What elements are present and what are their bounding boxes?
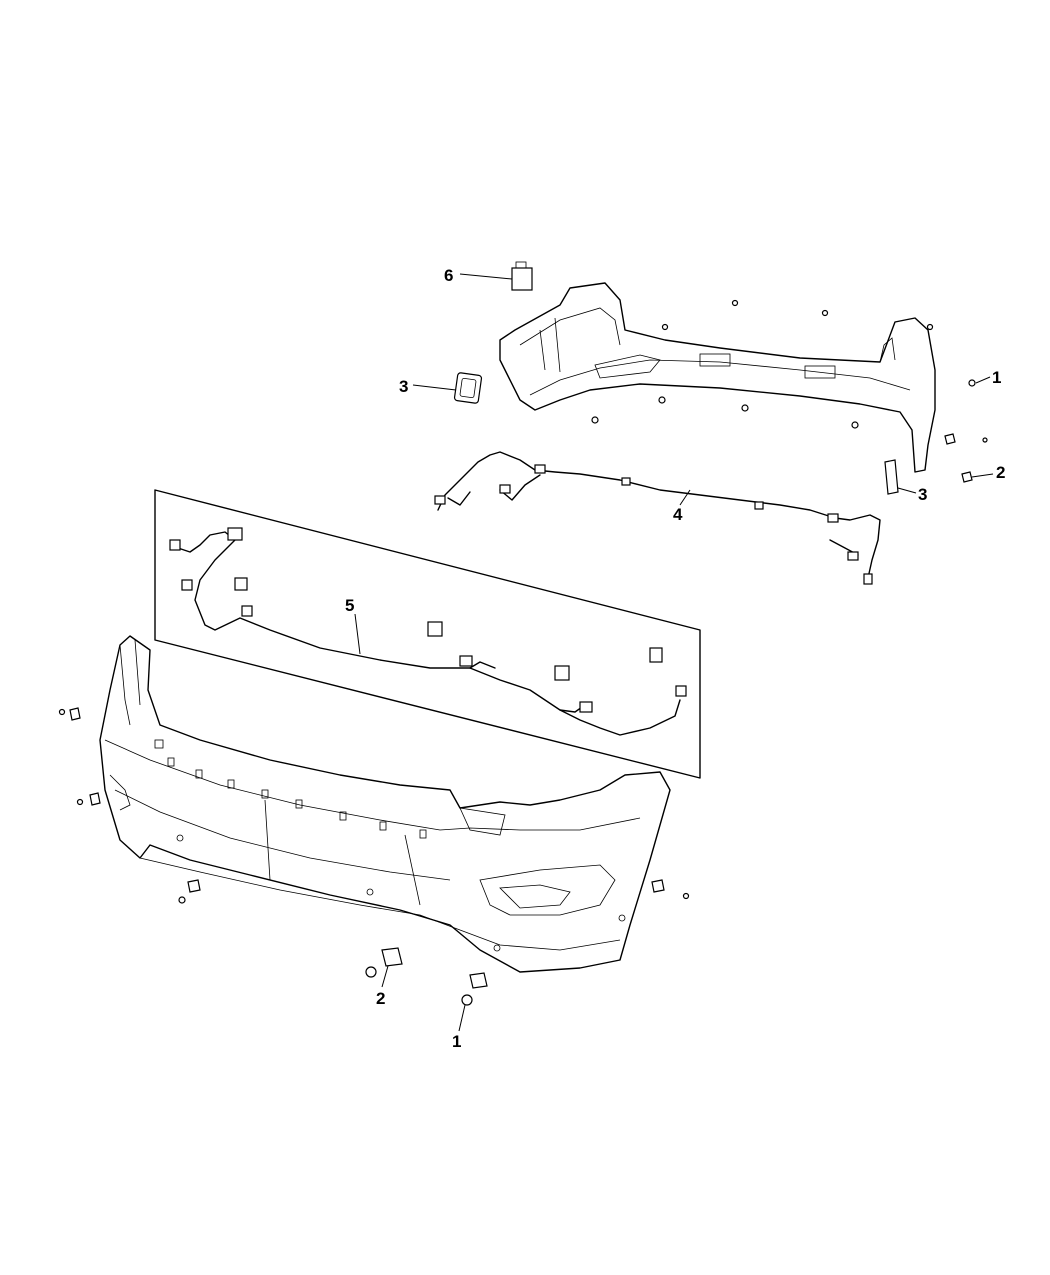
side-bracket-part-3 [884,459,899,495]
rear-sensor-part-2 [944,433,988,483]
rear-bumper-fascia [499,282,936,473]
callout-3-upper: 3 [399,377,408,396]
callout-2-lower: 2 [376,989,385,1008]
callout-labels: 6 3 1 2 3 4 5 2 1 [345,266,1005,1051]
rear-wiring-harness-part-4 [434,451,881,585]
callout-6: 6 [444,266,453,285]
module-part-6 [511,261,533,291]
front-grommet-part-1 [461,972,488,1006]
rear-fascia-clips [591,299,934,429]
leader-lines [354,273,994,1032]
front-sensor-part-2 [365,947,403,978]
callout-1-lower: 1 [452,1032,461,1051]
callout-2-upper: 2 [996,463,1005,482]
sensor-bracket-part-3 [453,372,483,404]
callout-3-right: 3 [918,485,927,504]
callout-4: 4 [673,505,683,524]
callout-5: 5 [345,596,354,615]
front-bumper-fascia [99,635,671,973]
callout-1-upper: 1 [992,368,1001,387]
front-harness-panel [154,489,701,779]
rear-grommet-part-1 [968,379,976,387]
front-wiring-harness-part-5 [169,527,687,736]
front-fascia-clips [58,707,690,904]
